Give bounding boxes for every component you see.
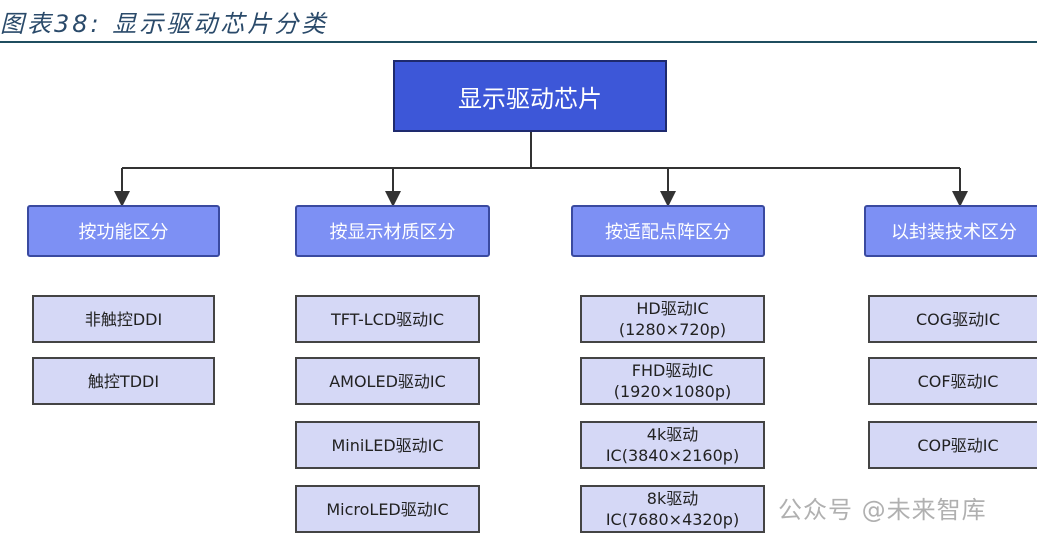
leaf-item: COP驱动IC bbox=[868, 421, 1037, 469]
leaf-item: HD驱动IC (1280×720p) bbox=[580, 295, 765, 343]
leaf-item: TFT-LCD驱动IC bbox=[295, 295, 480, 343]
leaf-item: COF驱动IC bbox=[868, 357, 1037, 405]
leaf-item: COG驱动IC bbox=[868, 295, 1037, 343]
category-resolution: 按适配点阵区分 bbox=[571, 205, 765, 257]
leaf-item: 非触控DDI bbox=[32, 295, 215, 343]
leaf-item: 4k驱动 IC(3840×2160p) bbox=[580, 421, 765, 469]
root-node: 显示驱动芯片 bbox=[393, 60, 667, 132]
leaf-item: 8k驱动 IC(7680×4320p) bbox=[580, 485, 765, 533]
leaf-item: 触控TDDI bbox=[32, 357, 215, 405]
category-function: 按功能区分 bbox=[27, 205, 220, 257]
watermark: 公众号 @未来智库 bbox=[778, 496, 987, 524]
leaf-item: AMOLED驱动IC bbox=[295, 357, 480, 405]
leaf-item: FHD驱动IC (1920×1080p) bbox=[580, 357, 765, 405]
leaf-item: MiniLED驱动IC bbox=[295, 421, 480, 469]
leaf-item: MicroLED驱动IC bbox=[295, 485, 480, 533]
title-divider bbox=[0, 41, 1037, 43]
figure-title: 图表38: 显示驱动芯片分类 bbox=[0, 10, 329, 38]
category-material: 按显示材质区分 bbox=[295, 205, 490, 257]
category-packaging: 以封装技术区分 bbox=[864, 205, 1037, 257]
